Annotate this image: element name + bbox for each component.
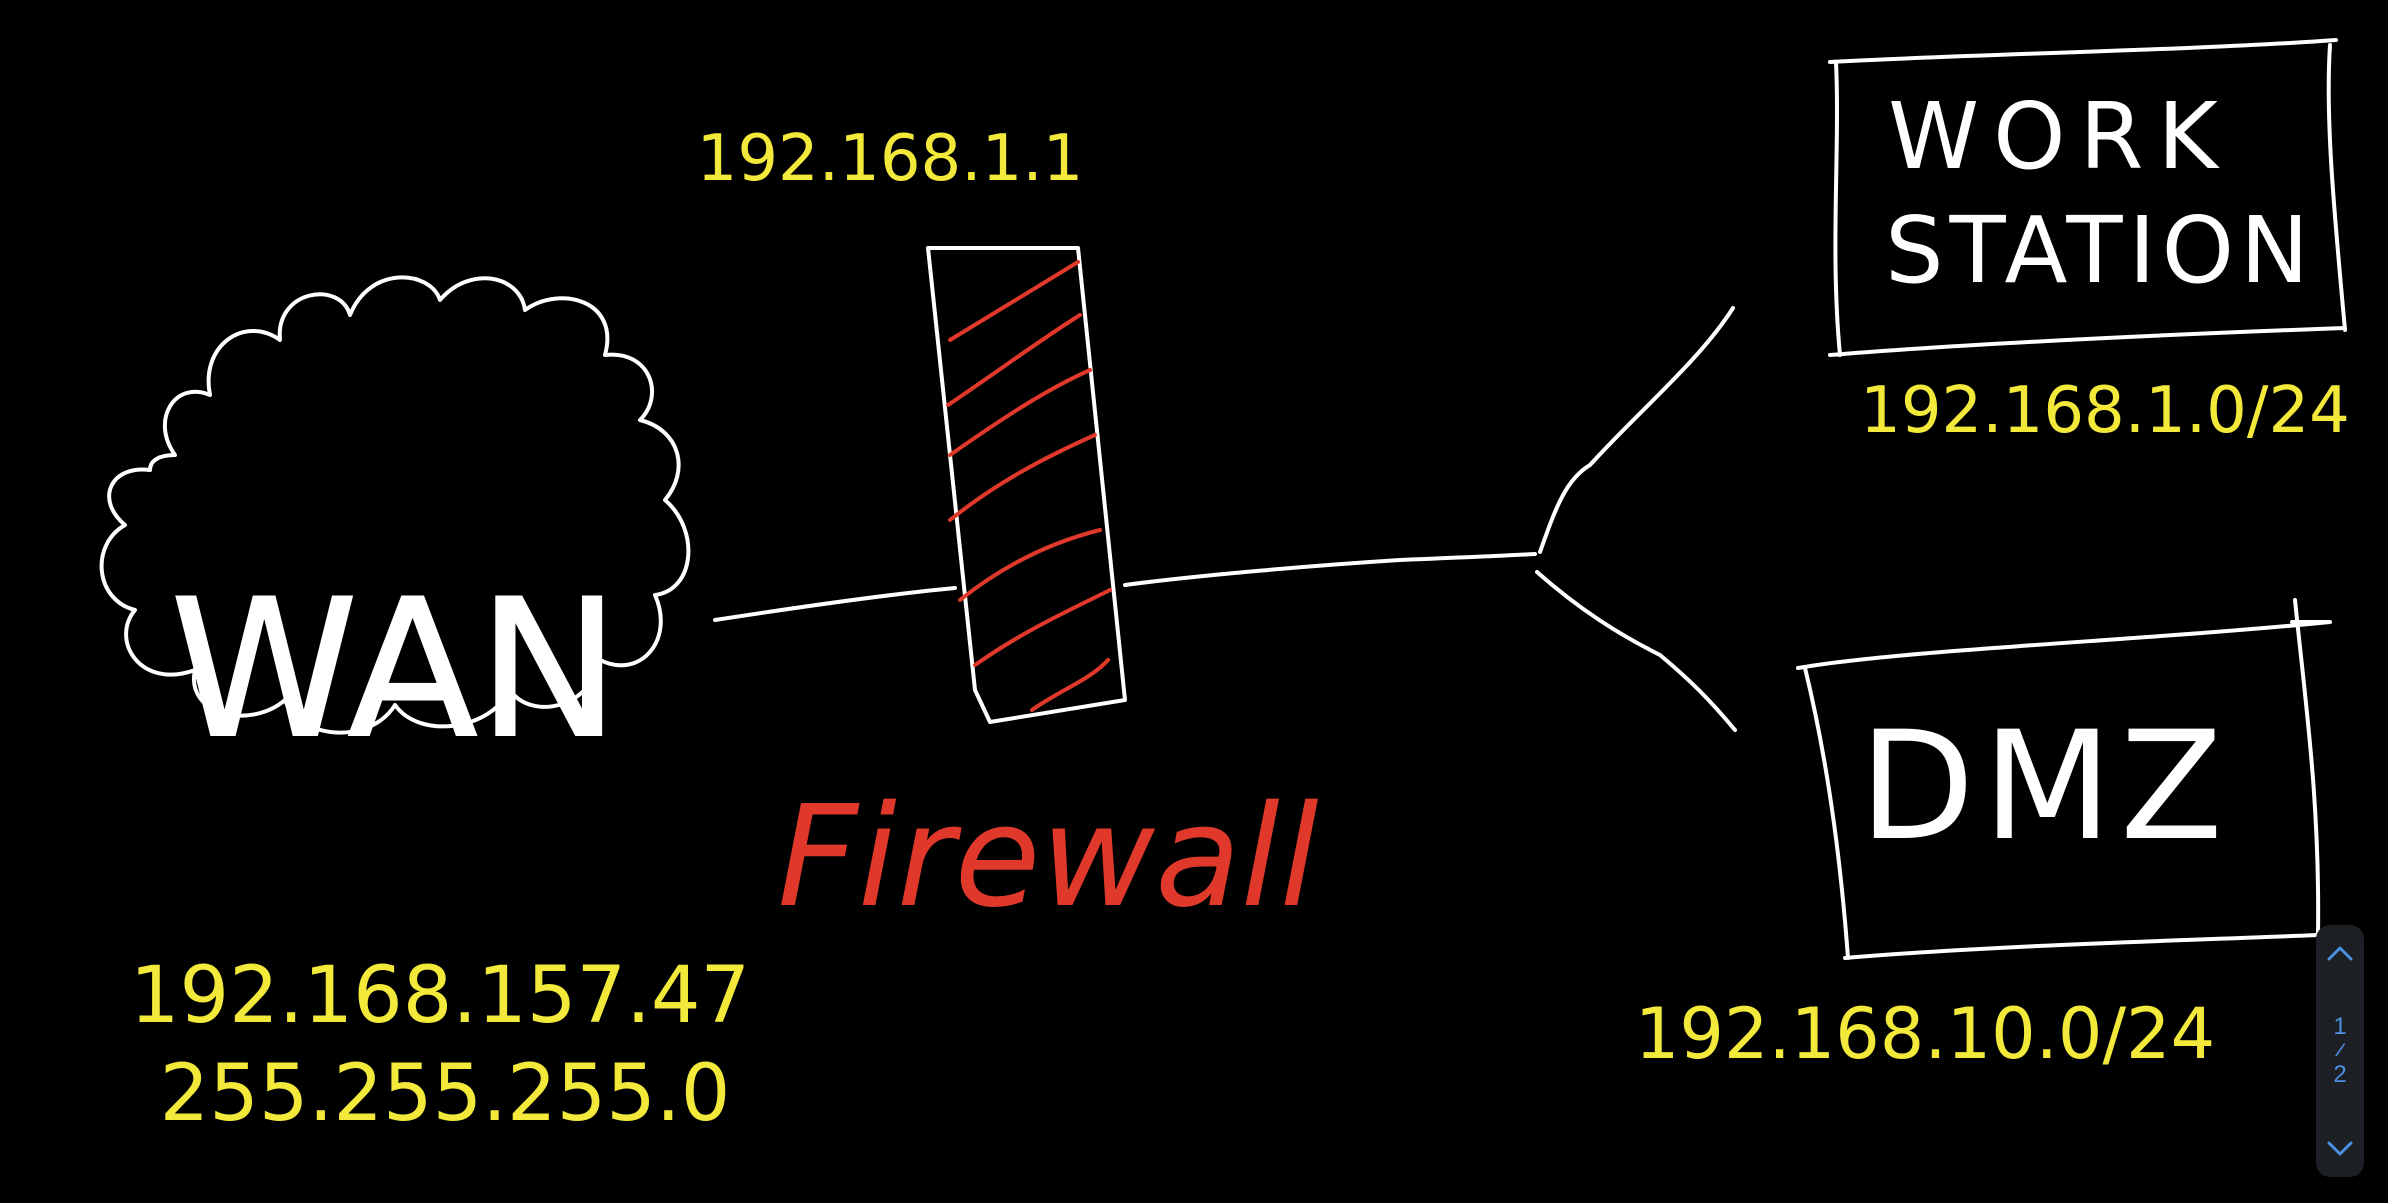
page-separator: / <box>2333 1039 2347 1063</box>
link-to-workstation <box>1538 306 1735 554</box>
workstation-label-line1: WORK <box>1888 83 2232 190</box>
previous-page-button[interactable] <box>2322 939 2358 967</box>
chevron-down-icon <box>2327 1141 2353 1156</box>
next-page-button[interactable] <box>2322 1135 2358 1163</box>
dmz-box <box>1796 598 2332 960</box>
wan-cloud-shape <box>99 275 691 735</box>
workstation-box <box>1828 38 2347 357</box>
workstation-subnet-label: 192.168.1.0/24 <box>1860 374 2350 448</box>
wan-ip-label: 192.168.157.47 <box>130 951 750 1041</box>
wan-mask-label: 255.255.255.0 <box>160 1049 731 1139</box>
firewall-box <box>926 246 1127 724</box>
wan-label: WAN <box>170 559 620 780</box>
firewall-ip-label: 192.168.1.1 <box>697 122 1084 196</box>
workstation-label-line2: STATION <box>1885 197 2315 304</box>
total-pages: 2 <box>2333 1061 2347 1088</box>
firewall-to-switch-link <box>1123 552 1537 587</box>
firewall-label: Firewall <box>777 776 1318 939</box>
page-navigator: 1 / 2 <box>2316 925 2364 1177</box>
page-indicator: 1 / 2 <box>2333 1014 2346 1088</box>
current-page: 1 <box>2333 1013 2347 1040</box>
firewall-hatching <box>946 260 1112 712</box>
dmz-subnet-label: 192.168.10.0/24 <box>1635 993 2215 1075</box>
dmz-label: DMZ <box>1859 700 2231 874</box>
link-to-dmz <box>1535 570 1737 732</box>
chevron-up-icon <box>2327 946 2353 961</box>
wan-to-firewall-link <box>713 586 957 622</box>
